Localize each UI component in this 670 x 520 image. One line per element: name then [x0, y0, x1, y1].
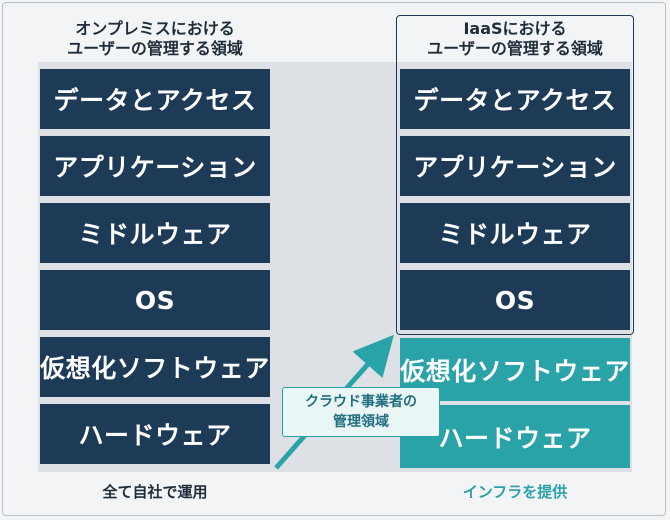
iaas-layer-os: OS: [400, 270, 630, 330]
vendor-line2: 管理領域: [333, 414, 389, 430]
onprem-layer-virtualization: 仮想化ソフトウェア: [40, 337, 270, 397]
cloud-vendor-managed-label: クラウド事業者の 管理領域: [282, 387, 440, 437]
iaas-bottom-label: インフラを提供: [462, 483, 568, 501]
onprem-title-line2: ユーザーの管理する領域: [67, 39, 243, 58]
onprem-layer-hardware: ハードウェア: [40, 404, 270, 464]
onprem-layer-middleware: ミドルウェア: [40, 203, 270, 263]
iaas-layer-data-access: データとアクセス: [400, 69, 630, 129]
onprem-bottom-label: 全て自社で運用: [102, 483, 208, 501]
onprem-layer-data-access: データとアクセス: [40, 69, 270, 129]
iaas-layer-middleware: ミドルウェア: [400, 203, 630, 263]
onprem-title: オンプレミスにおける ユーザーの管理する領域: [38, 19, 272, 59]
onprem-title-line1: オンプレミスにおける: [75, 19, 235, 38]
iaas-title: IaaSにおける ユーザーの管理する領域: [398, 19, 632, 59]
onprem-layer-application: アプリケーション: [40, 136, 270, 196]
iaas-title-line2: ユーザーの管理する領域: [427, 39, 603, 58]
iaas-user-managed-outline: [396, 15, 634, 335]
vendor-line1: クラウド事業者の: [305, 394, 417, 410]
iaas-layer-application: アプリケーション: [400, 136, 630, 196]
iaas-title-line1: IaaSにおける: [463, 19, 567, 38]
onprem-layer-os: OS: [40, 270, 270, 330]
